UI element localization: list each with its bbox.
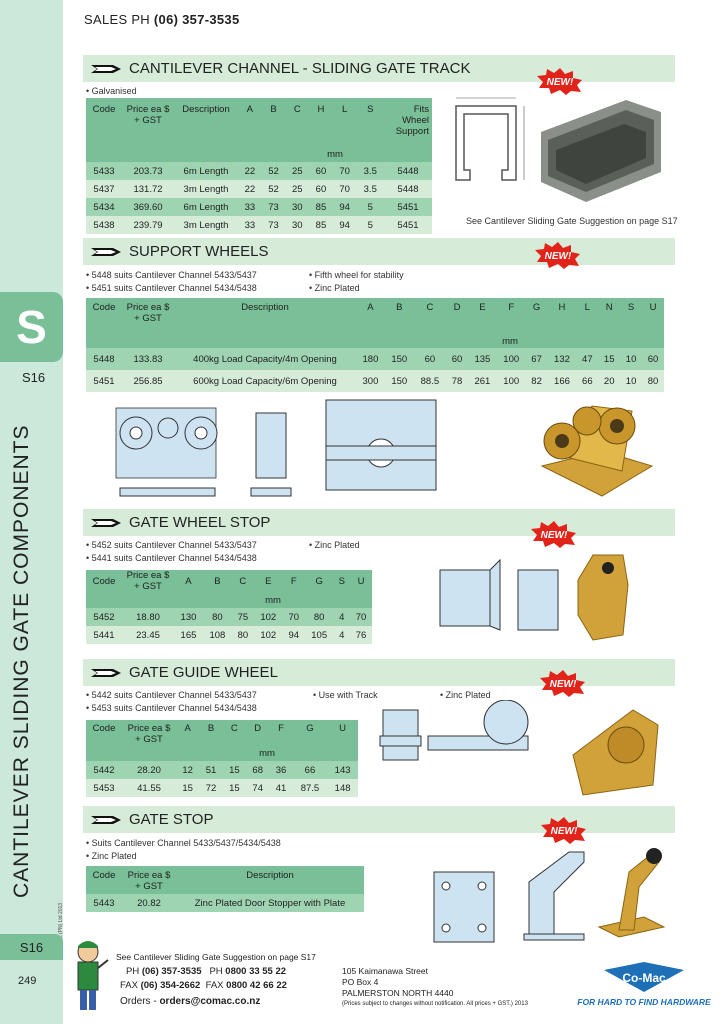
svg-text:NEW!: NEW!	[550, 679, 577, 690]
guide-wheel-drawings	[379, 700, 659, 796]
svg-text:Co-Mac: Co-Mac	[622, 971, 666, 985]
arrow-icon	[91, 63, 121, 75]
new-badge: NEW!	[540, 670, 585, 697]
footer-suggestion: See Cantilever Sliding Gate Suggestion o…	[116, 952, 316, 962]
phone-line: PH (06) 357-3535 PH 0800 33 55 22	[126, 966, 287, 977]
col-header: H	[317, 104, 325, 115]
new-text: NEW!	[547, 77, 574, 88]
col-header: Price ea $ + GST	[126, 104, 170, 126]
col-header: Code	[92, 104, 116, 115]
col-header: Description	[182, 104, 230, 115]
section-code: S16	[22, 370, 46, 385]
col-header: A	[246, 104, 254, 115]
sales-label: SALES PH	[84, 12, 150, 27]
sidebar: S S16 CANTILEVER SLIDING GATE COMPONENTS…	[0, 0, 64, 1024]
section-title: GATE GUIDE WHEEL	[129, 664, 278, 681]
note: • Galvanised	[86, 86, 137, 96]
section-header-support: SUPPORT WHEELS	[83, 238, 675, 265]
gate-stop-drawings	[433, 848, 666, 943]
comac-logo: Co-Mac FOR HARD TO FIND HARDWARE	[577, 962, 711, 1007]
fax-line: FAX (06) 354-2662 FAX 0800 42 66 22	[120, 980, 287, 991]
notes: • Zinc Plated	[309, 540, 360, 550]
arrow-icon	[91, 246, 121, 258]
arrow-icon	[91, 517, 121, 529]
vertical-title: CANTILEVER SLIDING GATE COMPONENTS	[10, 424, 33, 898]
new-badge: NEW!	[531, 521, 576, 548]
svg-text:NEW!: NEW!	[551, 826, 578, 837]
new-badge: NEW!	[535, 242, 580, 269]
new-badge: NEW!	[541, 817, 586, 844]
mascot-image	[77, 941, 109, 1010]
caption: See Cantilever Sliding Gate Suggestion o…	[466, 216, 678, 226]
sales-number: (06) 357-3535	[153, 12, 240, 27]
notes: • Zinc Plated	[440, 690, 491, 700]
section-header-channel: CANTILEVER CHANNEL - SLIDING GATE TRACK	[83, 55, 675, 82]
unit-label: mm	[327, 148, 343, 160]
wheel-stop-drawings	[439, 554, 629, 641]
section-header-wheel-stop: GATE WHEEL STOP	[83, 509, 675, 536]
section-title: CANTILEVER CHANNEL - SLIDING GATE TRACK	[129, 60, 471, 77]
channel-figure	[455, 97, 661, 202]
notes: • 5442 suits Cantilever Channel 5433/543…	[86, 690, 257, 713]
arrow-icon	[91, 814, 121, 826]
orders-line: Orders - orders@comac.co.nz	[120, 996, 261, 1007]
col-header: C	[293, 104, 301, 115]
svg-text:NEW!: NEW!	[541, 530, 568, 541]
orders-email-link[interactable]: orders@comac.co.nz	[159, 996, 261, 1007]
sales-phone: SALES PH (06) 357-3535	[84, 12, 239, 27]
new-badge: NEW!	[537, 68, 582, 95]
section-code-bottom: S16	[0, 934, 63, 960]
section-title: GATE WHEEL STOP	[129, 514, 271, 531]
section-title: SUPPORT WHEELS	[129, 243, 269, 260]
support-wheel-drawings	[115, 399, 437, 497]
col-header: B	[270, 104, 277, 115]
notes: • Suits Cantilever Channel 5433/5437/543…	[86, 838, 281, 861]
notes: • Fifth wheel for stability• Zinc Plated	[309, 270, 404, 293]
col-header: L	[342, 104, 348, 115]
page-number: 249	[18, 975, 37, 987]
notes: • 5448 suits Cantilever Channel 5433/543…	[86, 270, 257, 293]
table-channel: Code Price ea $ + GST Description A B C …	[86, 98, 432, 234]
arrow-icon	[91, 667, 121, 679]
svg-text:FOR HARD TO FIND HARDWARE: FOR HARD TO FIND HARDWARE	[577, 997, 711, 1007]
support-wheel-photo	[540, 405, 654, 497]
col-header: Fits Wheel Support	[395, 104, 429, 137]
section-tab[interactable]: S	[0, 292, 63, 362]
section-title: GATE STOP	[129, 811, 214, 828]
notes: • Use with Track	[313, 690, 378, 700]
notes: • 5452 suits Cantilever Channel 5433/543…	[86, 540, 257, 563]
svg-text:NEW!: NEW!	[545, 251, 572, 262]
col-header: S	[367, 104, 374, 115]
